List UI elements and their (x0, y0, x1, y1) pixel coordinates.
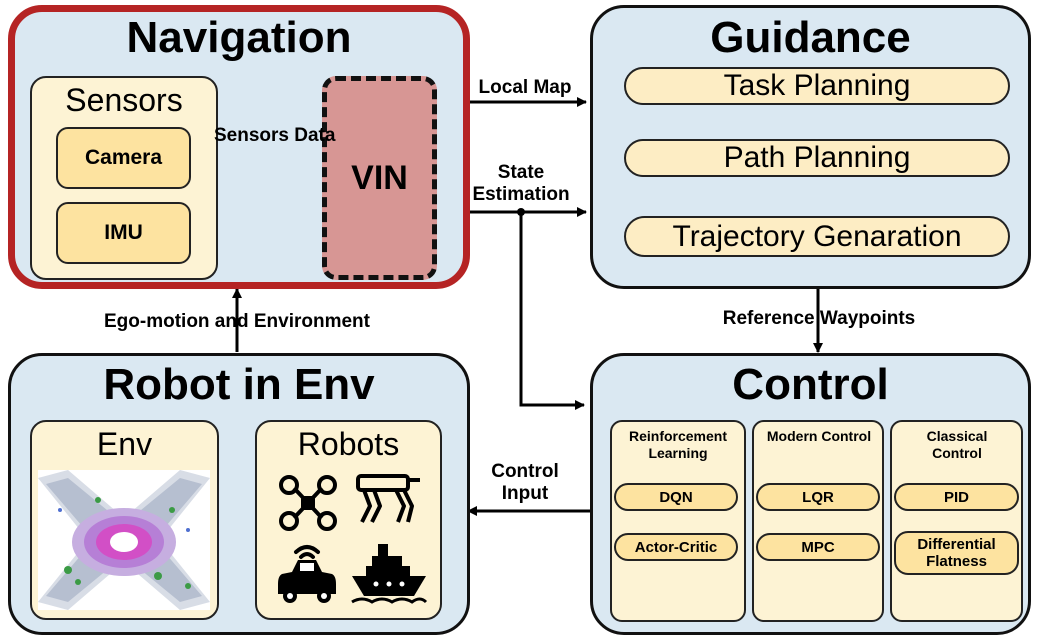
classical-control-group (890, 420, 1023, 622)
autonomous-car-icon (278, 545, 336, 603)
differential-flatness-chip: Differential Flatness (894, 531, 1019, 575)
ego-motion-label: Ego-motion and Environment (104, 311, 370, 332)
pid-chip: PID (894, 483, 1019, 511)
quadruped-robot-icon (356, 474, 420, 523)
guidance-title: Guidance (710, 13, 911, 62)
vin-block: VIN (322, 76, 437, 280)
imu-chip: IMU (56, 202, 191, 264)
ship-icon (351, 544, 428, 604)
classical-control-title: Classical Control (926, 428, 988, 461)
control-title: Control (732, 360, 889, 409)
reference-waypoints-label: Reference Waypoints (722, 308, 916, 329)
sensors-data-label: Sensors Data (214, 125, 336, 146)
modern-control-title: Modern Control (766, 428, 872, 444)
navigation-title: Navigation (126, 13, 352, 62)
control-input-label: Control Input (491, 461, 559, 504)
robots-title: Robots (297, 425, 400, 462)
env-title: Env (96, 425, 153, 462)
local-map-label: Local Map (478, 77, 572, 98)
task-planning-step: Task Planning (624, 67, 1010, 105)
state-to-control-arrow (519, 212, 585, 410)
lidar-point-cloud-image (38, 470, 210, 610)
robot-in-env-title: Robot in Env (103, 360, 375, 409)
dqn-chip: DQN (614, 483, 738, 511)
lqr-chip: LQR (756, 483, 880, 511)
reinforcement-learning-group (610, 420, 746, 622)
reinforcement-learning-title: Reinforcement Learning (628, 428, 728, 461)
trajectory-generation-step: Trajectory Genaration (624, 216, 1010, 257)
camera-chip: Camera (56, 127, 191, 189)
path-planning-step: Path Planning (624, 139, 1010, 177)
drone-icon (279, 475, 337, 531)
modern-control-group (752, 420, 884, 622)
actor-critic-chip: Actor-Critic (614, 533, 738, 561)
mpc-chip: MPC (756, 533, 880, 561)
state-estimation-label: State Estimation (472, 162, 570, 205)
sensors-title: Sensors (65, 81, 183, 118)
